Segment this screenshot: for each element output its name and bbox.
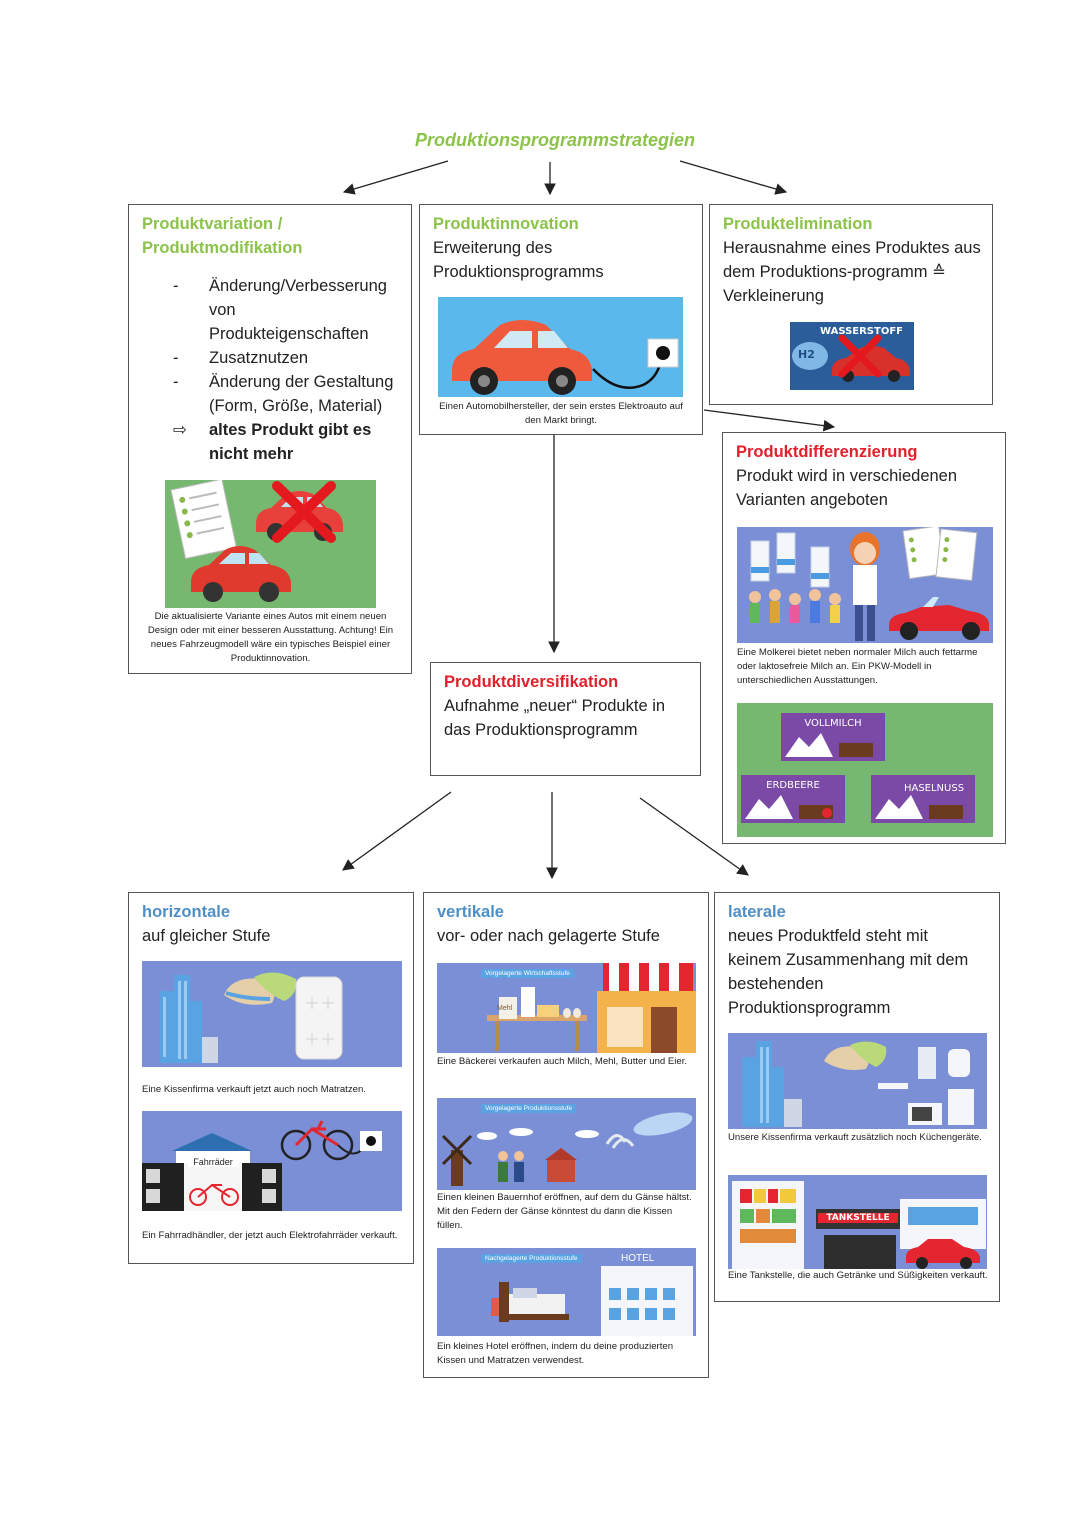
vertikale-caption2: Einen kleinen Bauernhof eröffnen, auf de… <box>437 1192 692 1231</box>
bike-shop-image: Fahrräder <box>142 1111 402 1211</box>
innovation-text-line2: Produktionsprogramms <box>433 263 604 281</box>
gas-station-image: TANKSTELLE <box>728 1175 987 1269</box>
chocolate-bar-haselnuss: HASELNUSS <box>871 775 975 823</box>
diversifikation-box: Produktdiversifikation Aufnahme „neuer“ … <box>430 662 701 776</box>
downstream-production-tag: Nachgelagerte Produktionsstufe <box>481 1254 582 1263</box>
laterale-title: laterale <box>728 903 786 921</box>
variation-title-line1: Produktvariation / <box>142 215 283 233</box>
differenzierung-text-line2: Varianten angeboten <box>736 491 888 509</box>
elimination-title: Produktelimination <box>723 215 873 233</box>
bike-shop-sign: Fahrräder <box>188 1157 238 1167</box>
arrow-to-laterale <box>639 797 749 876</box>
list-item: - Änderung/Verbesserung von Produkteigen… <box>173 277 387 343</box>
horizontale-caption2: Ein Fahrradhändler, der jetzt auch Elekt… <box>142 1230 398 1241</box>
chocolate-bar-erdbeere: ERDBEERE <box>741 775 845 823</box>
gas-station-sign: TANKSTELLE <box>818 1213 898 1223</box>
elimination-text-line2: dem Produktions-programm ≙ <box>723 263 946 281</box>
variation-image <box>165 480 376 608</box>
innovation-title: Produktinnovation <box>433 215 579 233</box>
innovation-box: Produktinnovation Erweiterung des Produk… <box>419 204 703 435</box>
pillow-mattress-image <box>142 961 402 1067</box>
h2-badge: H2 <box>798 348 815 361</box>
innovation-text-line1: Erweiterung des <box>433 239 553 257</box>
flour-label: Mehl <box>497 1005 513 1012</box>
elimination-text-line1: Herausnahme eines Produktes aus <box>723 239 981 257</box>
list-item: - Zusatznutzen <box>173 349 309 367</box>
bakery-image: Vorgelagerte Wirtschaftsstufe Mehl <box>437 963 696 1053</box>
arrow-to-differenzierung <box>703 409 836 432</box>
diversifikation-text-line2: das Produktionsprogramm <box>444 721 638 739</box>
upstream-economic-tag: Vorgelagerte Wirtschaftsstufe <box>481 969 574 978</box>
elimination-box: Produktelimination Herausnahme eines Pro… <box>709 204 993 405</box>
laterale-text-line3: bestehenden <box>728 975 824 993</box>
milk-variants-image <box>737 527 993 643</box>
hotel-label: HOTEL <box>621 1253 655 1264</box>
variation-box: Produktvariation / Produktmodifikation -… <box>128 204 412 674</box>
innovation-caption: Einen Automobilhersteller, der sein erst… <box>439 401 683 426</box>
differenzierung-title: Produktdifferenzierung <box>736 443 918 461</box>
farm-image: Vorgelagerte Produktionsstufe <box>437 1098 696 1190</box>
list-item: ⇨ altes Produkt gibt es nicht mehr <box>173 421 372 463</box>
elimination-text-line3: Verkleinerung <box>723 287 824 305</box>
vertikale-caption3: Ein kleines Hotel eröffnen, indem du dei… <box>437 1341 674 1366</box>
variation-caption: Die aktualisierte Variante eines Autos m… <box>147 611 394 664</box>
horizontale-text: auf gleicher Stufe <box>142 927 271 945</box>
electric-car-image <box>438 297 683 397</box>
vertikale-text: vor- oder nach gelagerte Stufe <box>437 927 660 945</box>
laterale-caption1: Unsere Kissenfirma verkauft zusätzlich n… <box>728 1132 982 1143</box>
list-item: - Änderung der Gestaltung (Form, Größe, … <box>173 373 394 415</box>
laterale-text-line4: Produktionsprogramm <box>728 999 891 1017</box>
chocolate-variants-image: VOLLMILCH ERDBEERE HASELNUSS <box>737 703 993 837</box>
laterale-text-line1: neues Produktfeld steht mit <box>728 927 928 945</box>
differenzierung-box: Produktdifferenzierung Produkt wird in v… <box>722 432 1006 844</box>
horizontale-box: horizontale auf gleicher Stufe Eine Kiss… <box>128 892 414 1264</box>
hotel-image: Nachgelagerte Produktionsstufe HOTEL <box>437 1248 696 1336</box>
hydrogen-car-image: WASSERSTOFF H2 <box>790 322 914 390</box>
upstream-production-tag: Vorgelagerte Produktionsstufe <box>481 1104 577 1113</box>
horizontale-caption1: Eine Kissenfirma verkauft jetzt auch noc… <box>142 1084 366 1095</box>
hydrogen-label: WASSERSTOFF <box>820 326 903 337</box>
laterale-box: laterale neues Produktfeld steht mit kei… <box>714 892 1000 1302</box>
kitchen-appliances-image <box>728 1033 987 1129</box>
laterale-text-line2: keinem Zusammenhang mit dem <box>728 951 969 969</box>
differenzierung-text-line1: Produkt wird in verschiedenen <box>736 467 958 485</box>
arrow-to-elimination <box>679 160 788 195</box>
vertikale-title: vertikale <box>437 903 504 921</box>
variation-bullet-list: - Änderung/Verbesserung von Produkteigen… <box>143 274 411 466</box>
diversifikation-title: Produktdiversifikation <box>444 673 619 691</box>
page-title: Produktionsprogrammstrategien <box>414 130 696 150</box>
laterale-caption2: Eine Tankstelle, die auch Getränke und S… <box>728 1270 988 1281</box>
horizontale-title: horizontale <box>142 903 231 921</box>
differenzierung-caption: Eine Molkerei bietet neben normaler Milc… <box>737 647 978 686</box>
diversifikation-text-line1: Aufnahme „neuer“ Produkte in <box>444 697 666 715</box>
chocolate-bar-vollmilch: VOLLMILCH <box>781 713 885 761</box>
arrow-to-variation <box>342 160 449 195</box>
vertikale-box: vertikale vor- oder nach gelagerte Stufe… <box>423 892 709 1378</box>
arrow-to-horizontale <box>342 791 452 871</box>
variation-title-line2: Produktmodifikation <box>142 239 303 257</box>
vertikale-caption1: Eine Bäckerei verkaufen auch Milch, Mehl… <box>437 1056 688 1067</box>
